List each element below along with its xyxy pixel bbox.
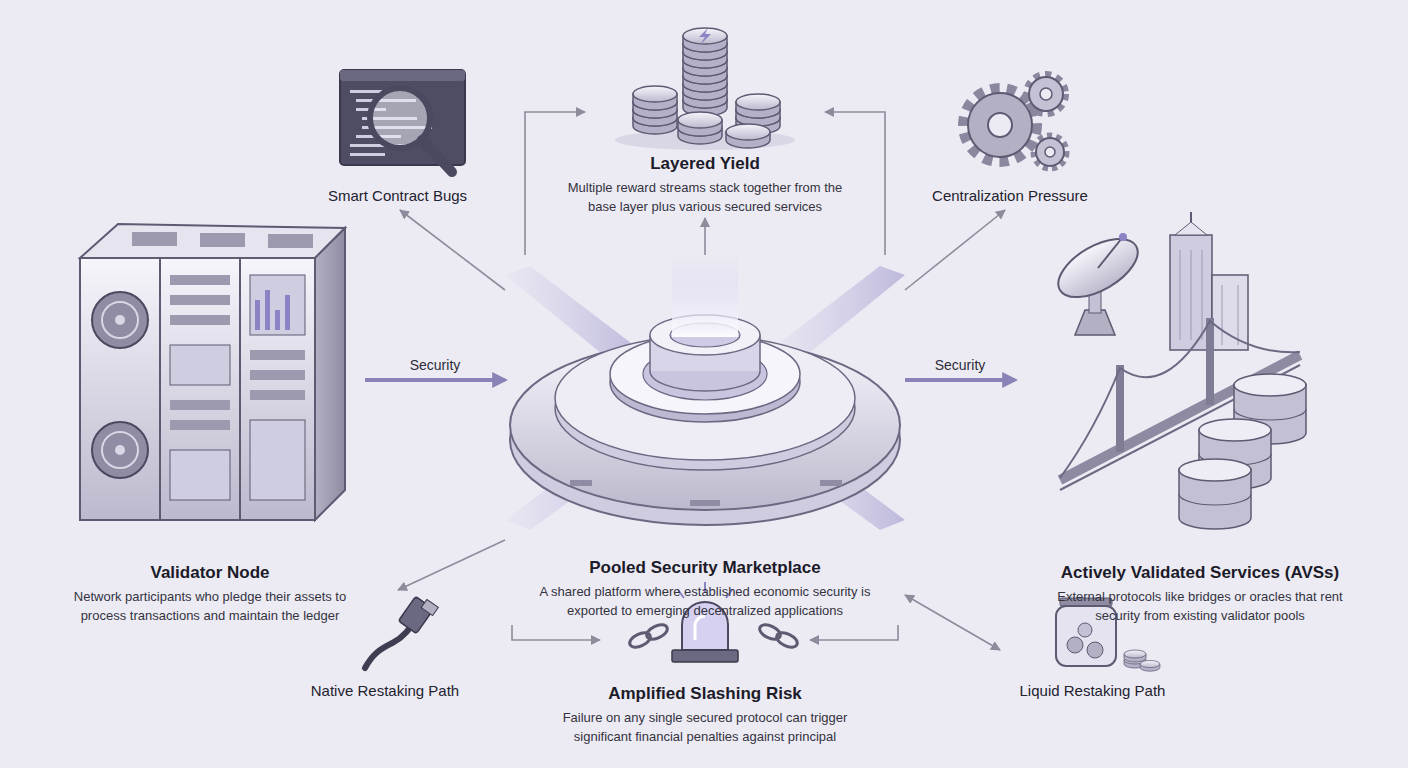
node-heading: Layered Yield: [560, 153, 850, 175]
diagram-node: Pooled Security Marketplace A shared plat…: [505, 255, 905, 625]
server-rack-illustration: [80, 224, 345, 520]
diagram-node: Liquid Restaking Path: [1000, 595, 1185, 705]
services-illustration: [1049, 212, 1306, 529]
node-body: Network participants who pledge their as…: [65, 587, 355, 625]
diagram-node: Amplified Slashing RiskFailure on any si…: [600, 585, 810, 750]
security-arrow: [905, 378, 1015, 382]
diagram-node: Layered YieldMultiple reward streams sta…: [585, 18, 825, 218]
cable-icon: [365, 596, 438, 668]
diagram-node: Validator NodeNetwork participants who p…: [55, 215, 365, 635]
connector-arrow: [905, 210, 1005, 290]
connector-arrow: [704, 218, 706, 255]
edge-label: Security: [935, 357, 986, 373]
node-label: Centralization Pressure: [905, 186, 1115, 206]
connector-arrow: [398, 540, 505, 590]
node-heading: Pooled Security Marketplace: [533, 557, 878, 579]
security-arrow: [365, 378, 505, 382]
node-body: Failure on any single secured protocol c…: [540, 708, 870, 746]
connector-arrow: [512, 625, 600, 640]
node-heading: Actively Validated Services (AVSs): [1043, 562, 1358, 584]
edge-label: Security: [410, 357, 461, 373]
connector-arrow: [905, 595, 1000, 650]
diagram-node: Centralization Pressure: [920, 70, 1100, 210]
node-body: A shared platform where established econ…: [533, 582, 878, 620]
connector-arrow: [400, 210, 505, 290]
gears-icon: [964, 75, 1066, 168]
node-label: Liquid Restaking Path: [993, 681, 1193, 701]
connector-arrow: [810, 625, 898, 640]
node-body: External protocols like bridges or oracl…: [1043, 587, 1358, 625]
node-heading: Validator Node: [65, 562, 355, 584]
node-heading: Amplified Slashing Risk: [540, 683, 870, 705]
pool-ring-illustration: [505, 255, 905, 530]
node-label: Native Restaking Path: [285, 681, 485, 701]
code-magnifier-icon: [340, 70, 465, 172]
node-body: Multiple reward streams stack together f…: [560, 178, 850, 216]
diagram-node: Native Restaking Path: [290, 590, 480, 705]
diagram-node: Smart Contract Bugs: [305, 65, 490, 210]
diagram-node: Actively Validated Services (AVSs) Extern…: [1015, 215, 1385, 635]
coins-illustration: [615, 28, 795, 150]
node-label: Smart Contract Bugs: [298, 186, 498, 206]
